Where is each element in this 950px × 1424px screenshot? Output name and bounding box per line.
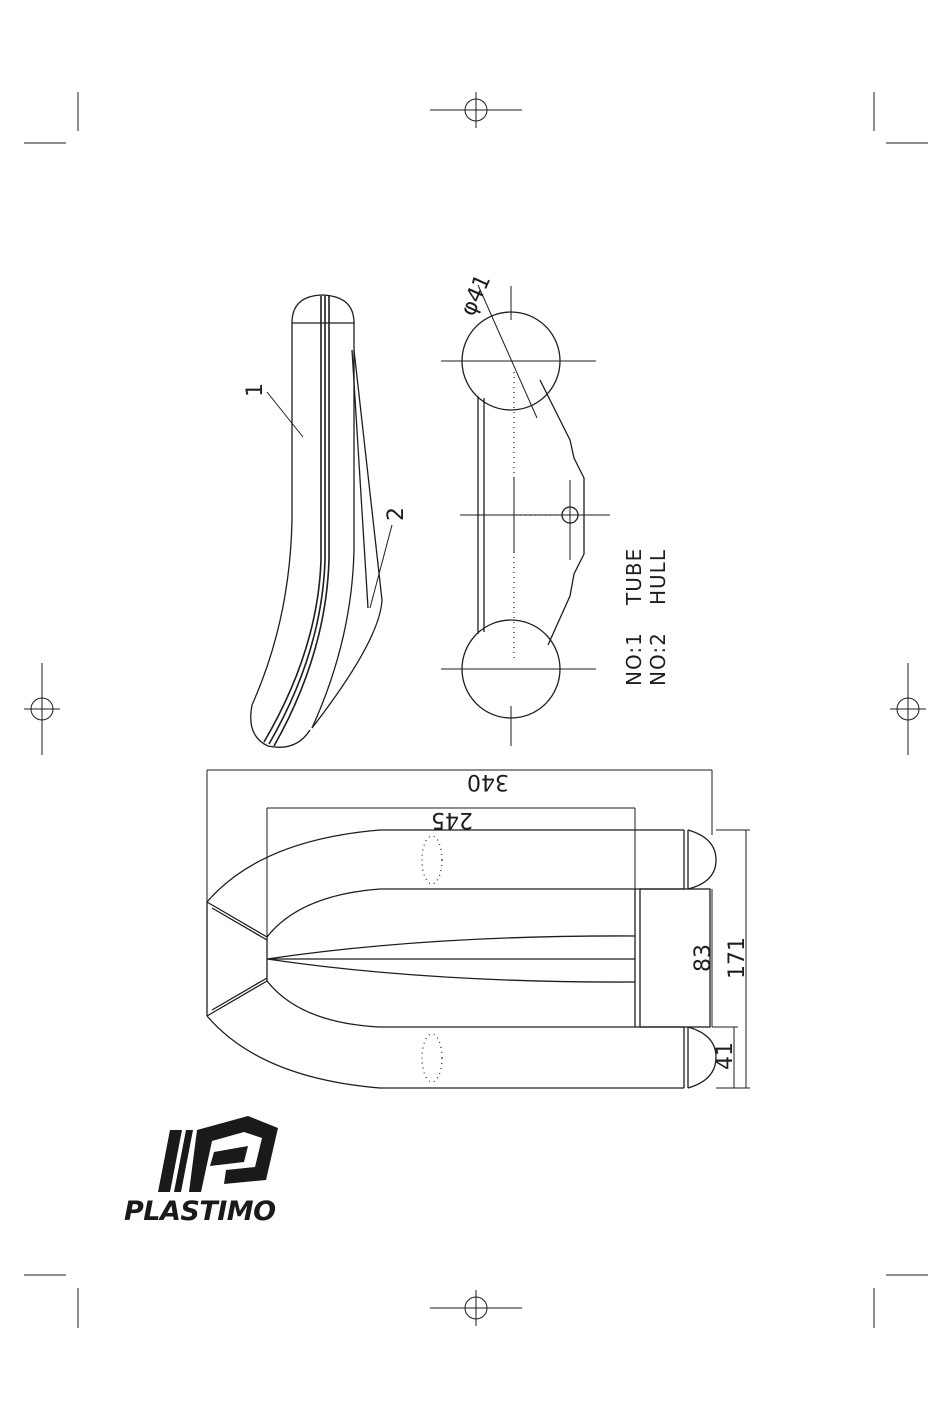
side-view: 1 2 xyxy=(243,295,409,747)
plan-keel xyxy=(267,936,635,982)
brand-name: PLASTIMO xyxy=(124,1196,276,1227)
registration-mark-left xyxy=(24,663,60,755)
legend-code-1: NO:1 xyxy=(622,632,646,686)
dimension-lines xyxy=(207,770,750,1088)
cross-section-view: φ41 xyxy=(441,271,610,746)
tube-outline xyxy=(251,295,354,747)
registration-mark-bottom xyxy=(430,1290,522,1326)
crop-mark-bottom-right xyxy=(874,1275,928,1328)
plastimo-logo-icon xyxy=(158,1116,278,1192)
legend-name-2: HULL xyxy=(646,549,670,605)
tube-diameter-dimension: 41 xyxy=(713,1042,738,1070)
legend-name-1: TUBE xyxy=(622,548,646,606)
legend: NO:1 TUBE NO:2 HULL xyxy=(622,548,670,686)
tube-length-dimension: 245 xyxy=(431,807,473,832)
crop-mark-bottom-left xyxy=(24,1275,78,1328)
overall-width-dimension: 171 xyxy=(725,937,750,979)
plan-tube-cone-top xyxy=(684,830,716,889)
plan-view: 340 245 83 171 41 xyxy=(207,769,750,1088)
tube-callout-number: 1 xyxy=(243,383,268,397)
plan-inner-outline xyxy=(207,889,684,1027)
registration-mark-right xyxy=(890,663,926,755)
section-hidden-lines xyxy=(514,372,560,660)
crop-mark-top-right xyxy=(874,92,928,143)
tube-stripe xyxy=(264,296,329,746)
section-hull-floor xyxy=(478,380,584,645)
hull-callout-number: 2 xyxy=(384,507,409,521)
plan-tube-cone-bottom xyxy=(684,1027,716,1088)
registration-mark-top xyxy=(430,92,522,128)
crop-mark-top-left xyxy=(24,92,78,143)
legend-code-2: NO:2 xyxy=(646,632,670,686)
hull-outline xyxy=(312,350,382,728)
inner-width-dimension: 83 xyxy=(691,944,716,972)
diameter-leader xyxy=(478,285,537,418)
overall-length-dimension: 340 xyxy=(467,769,509,794)
